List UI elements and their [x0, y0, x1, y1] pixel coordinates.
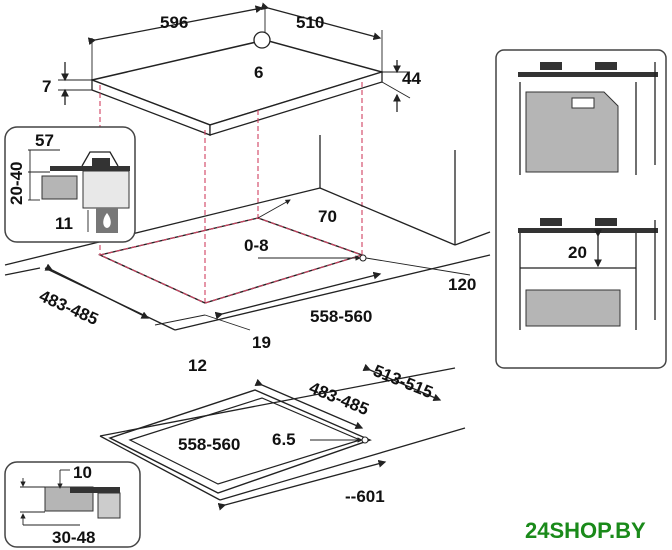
oven-panel — [495, 49, 667, 369]
flush-detail-panel — [4, 461, 141, 548]
front-clearance-label: 12 — [188, 356, 207, 375]
cutout-depth-label: 483-485 — [36, 286, 101, 329]
glass-thickness-label: 7 — [42, 77, 51, 96]
flush-recess-label: 6.5 — [272, 430, 296, 449]
side-clearance-label: 120 — [448, 275, 476, 294]
worktop — [4, 135, 491, 331]
depth-label: 510 — [296, 13, 324, 32]
front-offset-label: 19 — [252, 333, 271, 352]
flush-depth-label: 483-485 — [307, 378, 372, 419]
flush-worktop — [99, 363, 466, 511]
cutout-width-label: 558-560 — [310, 307, 372, 326]
flush-outer-depth-label: 513-515 — [371, 361, 436, 402]
side-detail-panel — [4, 126, 136, 243]
tolerance-label: 0-8 — [244, 236, 269, 255]
flush-outer-width-label: --601 — [345, 487, 385, 506]
gas-inlet-label: 11 — [55, 214, 73, 233]
gas-flame-icon — [103, 213, 111, 228]
oven-gap-label: 20 — [568, 243, 587, 262]
drawer-gap-label: 20-40 — [7, 162, 26, 205]
total-height-label: 44 — [402, 69, 421, 88]
burner-height-label: 57 — [35, 131, 54, 150]
rear-clearance-label: 70 — [318, 207, 337, 226]
flush-width-label: 558-560 — [178, 435, 240, 454]
flush-step-label: 10 — [73, 463, 92, 482]
hob — [58, 2, 411, 136]
watermark: 24SHOP.BY — [525, 518, 646, 543]
width-label: 596 — [160, 13, 188, 32]
detail-marker-icon — [253, 31, 271, 49]
detail-marker-label: 6 — [254, 63, 263, 82]
worktop-thickness-label: 30-48 — [52, 528, 95, 547]
